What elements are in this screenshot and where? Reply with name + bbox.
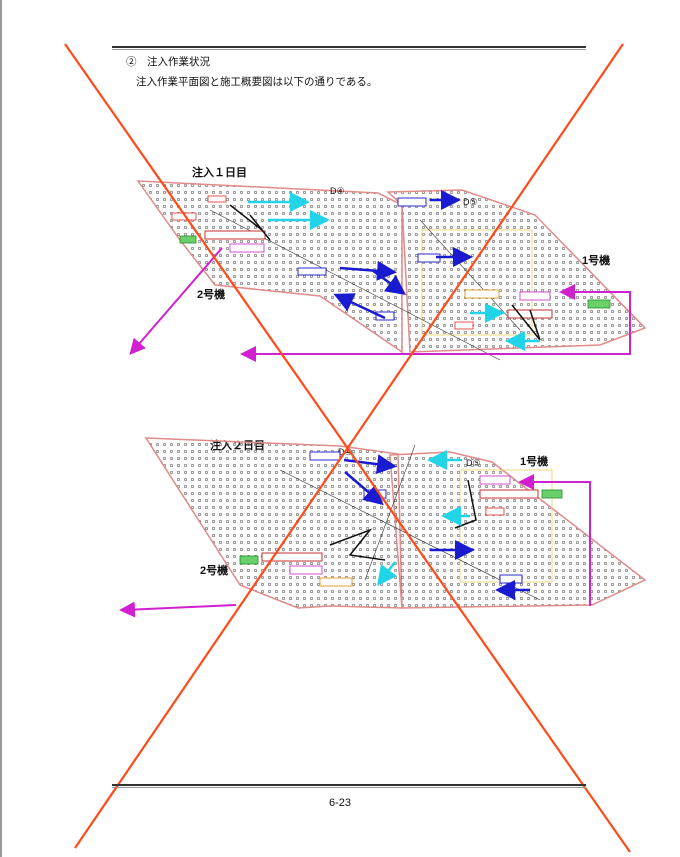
day2-zone-right-label: D⑤ xyxy=(466,458,481,468)
day1-area-outline-left xyxy=(136,180,403,354)
day1-zone-left-label: D④ xyxy=(330,186,345,196)
day1-machine1-label: 1号機 xyxy=(582,253,610,267)
header-rule-thin xyxy=(112,49,586,50)
day2-ref-line xyxy=(279,469,541,601)
figure-day2: 注入２日目 D④ D⑤ 1号機 2号機 xyxy=(119,437,647,618)
day1-yellow-frame xyxy=(421,229,533,336)
page-left-edge xyxy=(0,0,2,857)
header-rule xyxy=(112,46,586,48)
day1-arrows xyxy=(129,190,631,362)
day2-ref-line xyxy=(364,444,416,581)
strike-through-x xyxy=(64,43,631,853)
day2-machine1-label: 1号機 xyxy=(520,454,548,468)
footer-rule xyxy=(112,784,586,786)
figure-day1: 注入１日目 D④ D⑤ 1号機 2号機 xyxy=(129,165,647,362)
footer-rule-thin xyxy=(112,787,586,788)
section-heading: ② 注入作業状況 xyxy=(126,56,210,68)
day1-machine2-label: 2号機 xyxy=(197,287,225,301)
day2-machine2-label: 2号機 xyxy=(200,563,228,577)
day2-area-outline-right xyxy=(389,451,647,609)
page-number: 6-23 xyxy=(328,797,352,809)
day2-arrows xyxy=(119,450,591,618)
day2-area-outline-left xyxy=(144,437,403,609)
day1-area-outline-right xyxy=(386,189,647,353)
day1-zone-right-label: D⑤ xyxy=(463,197,478,207)
figure-day1-title: 注入１日目 xyxy=(192,165,247,179)
intro-text: 注入作業平面図と施工概要図は以下の通りである。 xyxy=(136,76,378,88)
